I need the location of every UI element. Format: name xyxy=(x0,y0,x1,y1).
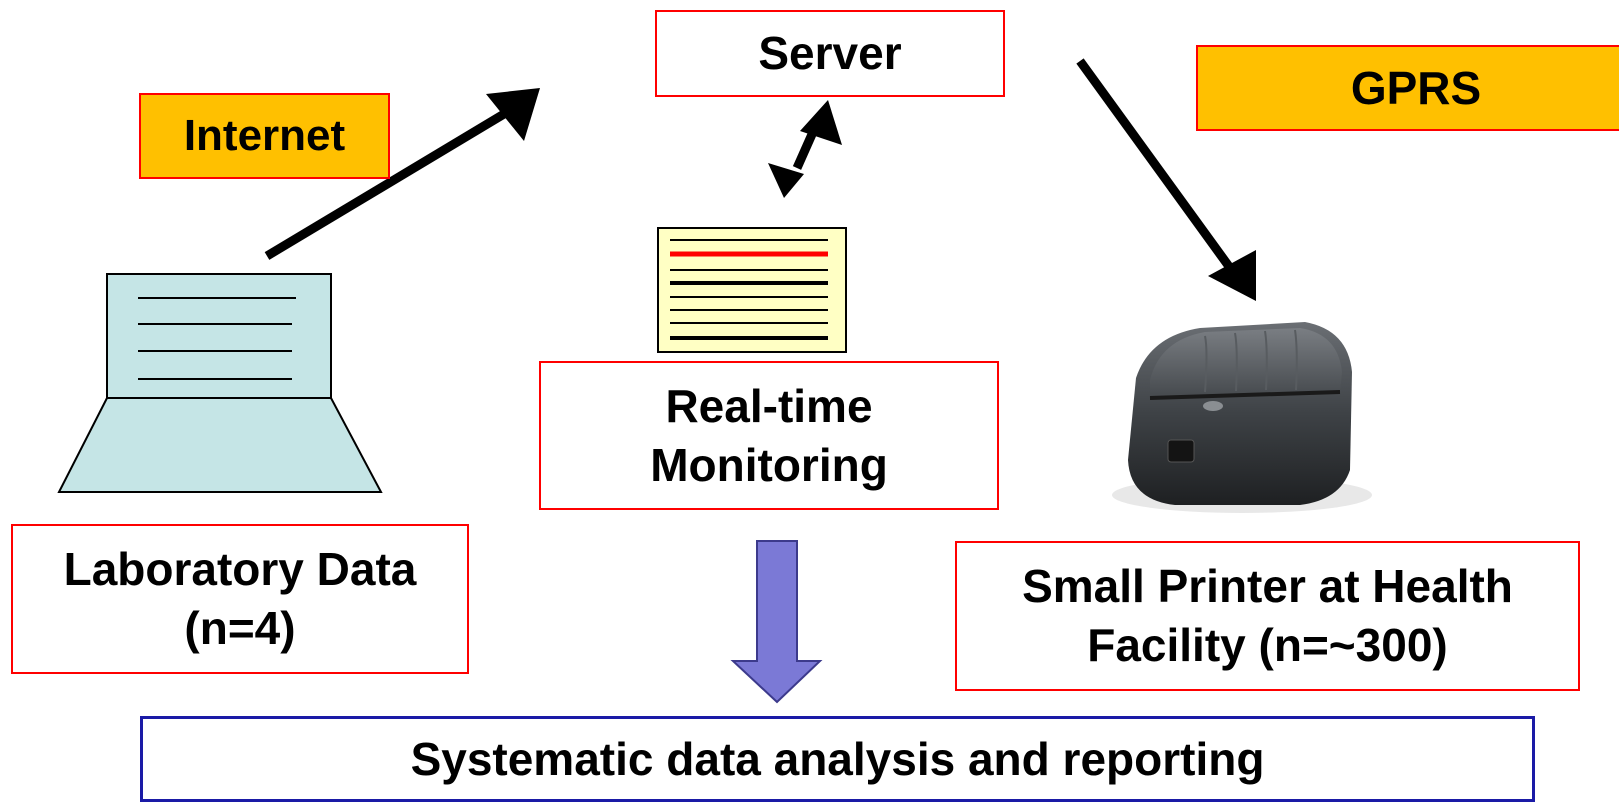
laptop-icon xyxy=(57,273,383,493)
laboratory-data-text: Laboratory Data (n=4) xyxy=(64,540,417,658)
realtime-monitoring-box: Real-time Monitoring xyxy=(539,361,999,510)
realtime-monitoring-text: Real-time Monitoring xyxy=(650,377,888,495)
gprs-arrow xyxy=(1076,58,1256,301)
analysis-reporting-box: Systematic data analysis and reporting xyxy=(140,716,1535,802)
gprs-tag: GPRS xyxy=(1196,45,1619,131)
printer-line-1: Small Printer at Health xyxy=(1022,560,1513,613)
small-printer-box: Small Printer at Health Facility (n=~300… xyxy=(955,541,1580,691)
realtime-line-2: Monitoring xyxy=(650,438,888,491)
gprs-label: GPRS xyxy=(1350,62,1482,114)
internet-label: Internet xyxy=(183,111,346,160)
internet-arrow xyxy=(264,88,540,260)
realtime-line-1: Real-time xyxy=(665,379,873,432)
server-box: Server xyxy=(655,10,1005,97)
analysis-label: Systematic data analysis and reporting xyxy=(410,732,1265,785)
printer-line-2: Facility (n=~300) xyxy=(1087,619,1448,671)
report-document-icon xyxy=(657,227,847,353)
small-printer-text: Small Printer at Health Facility (n=~300… xyxy=(1022,557,1513,675)
laboratory-line-2: (n=4) xyxy=(184,602,296,654)
internet-tag: Internet xyxy=(139,93,390,179)
laboratory-line-1: Laboratory Data xyxy=(63,543,417,596)
laboratory-data-box: Laboratory Data (n=4) xyxy=(11,524,469,674)
thermal-printer-icon xyxy=(1112,322,1372,513)
down-arrow xyxy=(730,540,823,704)
server-monitoring-double-arrow xyxy=(768,100,842,198)
server-label: Server xyxy=(758,27,902,80)
